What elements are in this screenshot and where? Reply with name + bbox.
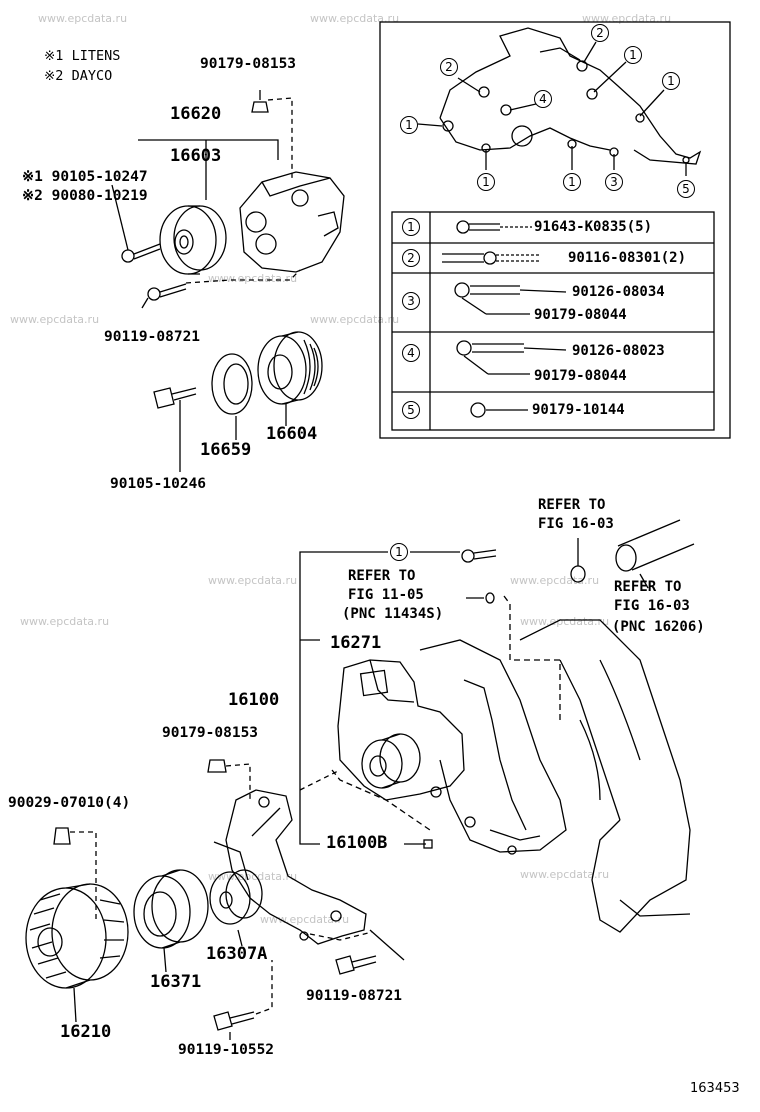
watermark: www.epcdata.ru — [310, 12, 400, 25]
table-row-part: 91643-K0835(5) — [534, 219, 653, 235]
inset-callout-1: 1 — [563, 173, 581, 191]
part-16307a: 16307A — [206, 944, 268, 964]
figure-id: 163453 — [690, 1081, 740, 1096]
note-dayco: ※2 DAYCO — [44, 68, 113, 84]
refer-fig-16-03b-line2: FIG 16-03 — [614, 598, 690, 614]
refer-fig-16-03-line1: REFER TO — [538, 497, 606, 513]
table-row-id: 5 — [402, 401, 420, 419]
part-90179-08153-mid: 90179-08153 — [162, 725, 259, 741]
watermark: www.epcdata.ru — [260, 913, 350, 926]
part-16271: 16271 — [330, 633, 382, 653]
part-90119-08721-bot: 90119-08721 — [306, 988, 403, 1004]
part-90119-08721-top: 90119-08721 — [104, 329, 201, 345]
watermark: www.epcdata.ru — [38, 12, 128, 25]
part-90119-10552: 90119-10552 — [178, 1042, 275, 1058]
refer-fig-11-05-line1: REFER TO — [348, 568, 416, 584]
watermark: www.epcdata.ru — [310, 313, 400, 326]
refer-fig-11-05-line2: FIG 11-05 — [348, 587, 424, 603]
table-row-part: 90179-08044 — [534, 368, 627, 384]
watermark: www.epcdata.ru — [510, 574, 600, 587]
watermark: www.epcdata.ru — [520, 868, 610, 881]
part-16659: 16659 — [200, 440, 252, 460]
inset-callout-2: 2 — [591, 24, 609, 42]
table-row-part: 90126-08023 — [572, 343, 665, 359]
part-90029-07010: 90029-07010(4) — [8, 795, 131, 811]
watermark: www.epcdata.ru — [208, 272, 298, 285]
watermark: www.epcdata.ru — [20, 615, 110, 628]
refer-fig-16-03b-line1: REFER TO — [614, 579, 682, 595]
part-16371: 16371 — [150, 972, 202, 992]
watermark: www.epcdata.ru — [10, 313, 100, 326]
inset-callout-1: 1 — [477, 173, 495, 191]
refer-fig-16-03-line2: FIG 16-03 — [538, 516, 614, 532]
inset-callout-3: 3 — [605, 173, 623, 191]
watermark: www.epcdata.ru — [208, 574, 298, 587]
watermark: www.epcdata.ru — [520, 615, 610, 628]
table-row-id: 1 — [402, 218, 420, 236]
part-16620: 16620 — [170, 104, 222, 124]
inset-callout-1: 1 — [400, 116, 418, 134]
table-row-id: 4 — [402, 344, 420, 362]
note-litens: ※1 LITENS — [44, 48, 121, 64]
refer-fig-11-05-pnc: (PNC 11434S) — [342, 606, 444, 622]
inset-callout-5: 5 — [677, 180, 695, 198]
table-row-part: 90179-10144 — [532, 402, 625, 418]
inset-callout-1: 1 — [662, 72, 680, 90]
part-90105-10246: 90105-10246 — [110, 476, 207, 492]
part-16100b: 16100B — [326, 833, 388, 853]
table-row-id: 2 — [402, 249, 420, 267]
inset-callout-1: 1 — [624, 46, 642, 64]
table-row-part: 90116-08301(2) — [568, 250, 687, 266]
table-row-part: 90126-08034 — [572, 284, 665, 300]
refer-fig-16-03b-pnc: (PNC 16206) — [612, 619, 705, 635]
part-90179-08153-top: 90179-08153 — [200, 56, 297, 72]
table-row-id: 3 — [402, 292, 420, 310]
part-16210: 16210 — [60, 1022, 112, 1042]
table-row-part: 90179-08044 — [534, 307, 627, 323]
part-90105-10247: ※1 90105-10247 — [22, 169, 148, 185]
callout-1: 1 — [390, 543, 408, 561]
part-16604: 16604 — [266, 424, 318, 444]
inset-callout-4: 4 — [534, 90, 552, 108]
part-16100: 16100 — [228, 690, 280, 710]
watermark: www.epcdata.ru — [208, 870, 298, 883]
inset-callout-2: 2 — [440, 58, 458, 76]
part-16603: 16603 — [170, 146, 222, 166]
part-90080-10219: ※2 90080-10219 — [22, 188, 148, 204]
